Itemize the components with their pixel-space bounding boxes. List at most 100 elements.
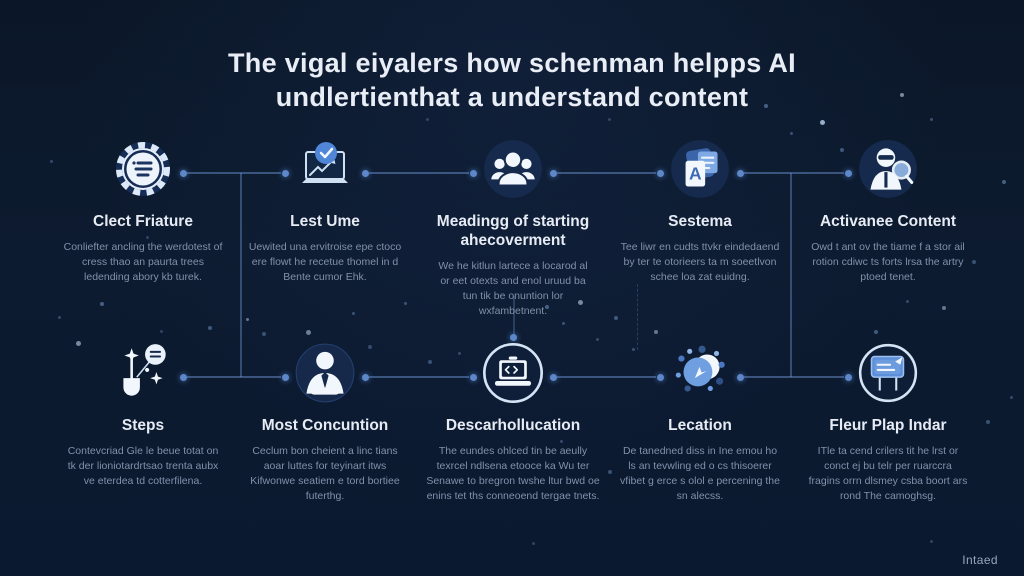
item-title: Lecation [668, 417, 732, 434]
item-title: Steps [121, 417, 165, 434]
watermark-label: Intaed [962, 553, 998, 567]
page-title-line2: undlertienthat a understand content [275, 82, 749, 112]
item-description: Tee liwr en cudts ttvkr eindedaend by te… [620, 241, 780, 283]
feature-card: A Sestema Tee liwr en cudts ttvkr einded… [608, 134, 792, 285]
connector-dot [656, 169, 664, 177]
star-dot [562, 322, 565, 325]
item-description: ITle ta cend crilers tit he lrst or conc… [808, 445, 968, 502]
feature-card: Activanee Content Owd t ant ov the tiame… [796, 134, 980, 285]
laptop-code-icon [421, 338, 605, 408]
svg-text:A: A [689, 163, 702, 183]
star-dot [972, 260, 976, 264]
star-dot [906, 300, 909, 303]
connector-line [744, 376, 844, 378]
connector-dot [736, 373, 744, 381]
feature-card: Meadingg of starting ahecoverment We he … [421, 134, 605, 319]
item-description: Ceclum bon cheient a linc tians aoar lut… [250, 445, 400, 502]
star-dot [58, 316, 61, 319]
connector-dot [179, 169, 187, 177]
connector-line [187, 376, 281, 378]
item-description: We he kitlun lartece a locarod al or eet… [438, 260, 588, 317]
item-description: The eundes ohlced tin be aeully texrcel … [426, 445, 600, 502]
star-dot [578, 300, 583, 305]
star-dot [942, 306, 946, 310]
star-dot [262, 332, 266, 336]
item-title: Descarhollucation [445, 417, 581, 434]
feature-card: Lecation De tanedned diss in Ine emou ho… [608, 338, 792, 504]
item-title: Most Concuntion [261, 417, 389, 434]
connector-line-dashed [637, 284, 640, 350]
connector-dot [549, 373, 557, 381]
star-dot [1002, 180, 1006, 184]
connector-dot [361, 373, 369, 381]
star-dot [76, 341, 81, 346]
star-dot [160, 330, 163, 333]
star-dot [146, 236, 149, 239]
star-dot [208, 326, 212, 330]
item-description: Contevcriad Gle le beue totat on tk der … [67, 445, 219, 487]
star-dot [900, 93, 904, 97]
star-dot [632, 348, 635, 351]
person-magnifier-icon [796, 134, 980, 204]
connector-line [369, 376, 469, 378]
item-title: Activanee Content [819, 213, 957, 230]
star-dot [608, 118, 611, 121]
connector-dot [469, 169, 477, 177]
star-dot [930, 118, 933, 121]
documents-a-icon: A [608, 134, 792, 204]
star-dot [306, 330, 311, 335]
connector-line-vertical [240, 173, 242, 377]
board-flag-icon [796, 338, 980, 408]
connector-line [744, 172, 844, 174]
connector-dot [844, 373, 852, 381]
page-title-line1: The vigal eiyalers how schenman helpps A… [228, 48, 796, 78]
connector-dot [656, 373, 664, 381]
star-dot [986, 420, 990, 424]
star-dot [1010, 396, 1013, 399]
connector-dot [179, 373, 187, 381]
star-dot [930, 540, 933, 543]
star-dot [532, 542, 535, 545]
laptop-chart-icon [233, 134, 417, 204]
feature-card: Steps Contevcriad Gle le beue totat on t… [51, 338, 235, 489]
star-dot [368, 345, 372, 349]
feature-card: Descarhollucation The eundes ohlced tin … [421, 338, 605, 504]
connector-dot [361, 169, 369, 177]
star-dot [458, 352, 461, 355]
connector-dot [549, 169, 557, 177]
item-title: Fleur Plap Indar [829, 417, 947, 434]
item-description: Uewited una ervitroise epe ctoco ere flo… [248, 241, 402, 283]
person-tie-icon [233, 338, 417, 408]
connector-dot [509, 334, 517, 341]
star-dot [428, 360, 432, 364]
star-dot [50, 160, 53, 163]
star-dot [820, 120, 825, 125]
star-dot [246, 318, 249, 321]
feature-card: Clect Friature Conliefter ancling the we… [51, 134, 235, 285]
star-dot [545, 305, 549, 309]
star-dot [352, 312, 355, 315]
feature-card: Lest Ume Uewited una ervitroise epe ctoc… [233, 134, 417, 285]
item-description: De tanedned diss in Ine emou ho ls an te… [620, 445, 780, 502]
gear-list-icon [51, 134, 235, 204]
connector-line-vertical [513, 296, 515, 338]
star-dot [654, 330, 658, 334]
trowel-sparkle-icon [51, 338, 235, 408]
connector-dot [469, 373, 477, 381]
connector-dot [281, 373, 289, 381]
connector-line [557, 376, 656, 378]
star-dot [560, 440, 563, 443]
star-dot [608, 470, 612, 474]
star-dot [426, 118, 429, 121]
star-dot [100, 302, 104, 306]
connector-line [557, 172, 656, 174]
item-title: Lest Ume [290, 213, 360, 230]
page-title: The vigal eiyalers how schenman helpps A… [0, 46, 1024, 114]
star-dot [764, 104, 768, 108]
star-dot [404, 302, 407, 305]
feature-card: Fleur Plap Indar ITle ta cend crilers ti… [796, 338, 980, 504]
connector-dot [844, 169, 852, 177]
connector-line [369, 172, 469, 174]
people-group-icon [421, 134, 605, 204]
